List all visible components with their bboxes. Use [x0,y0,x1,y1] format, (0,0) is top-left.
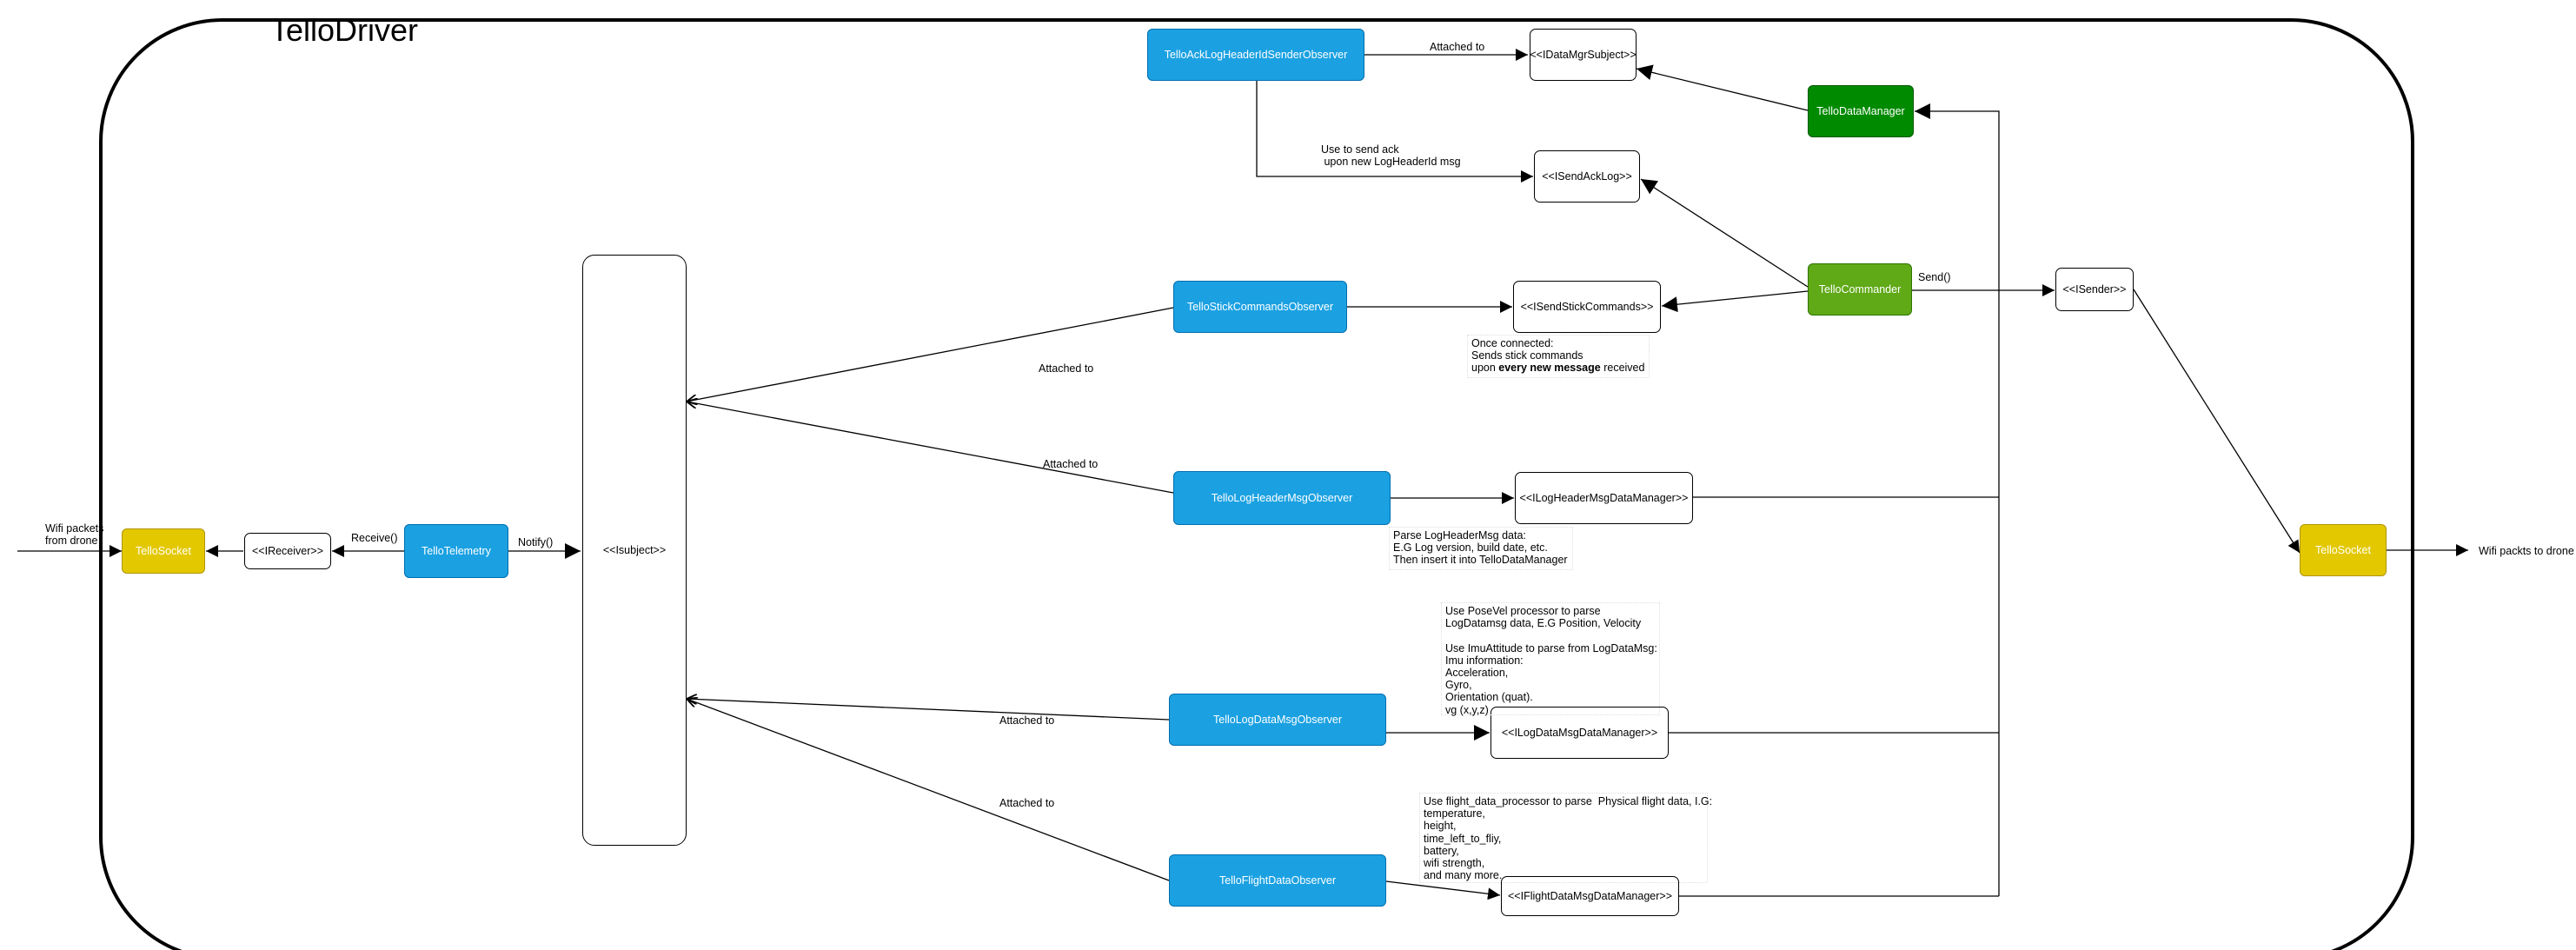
idatamgrsubject-interface-node[interactable]: <<IDataMgrSubject>> [1530,29,1637,81]
label-attached-to-flight: Attached to [999,797,1055,809]
tello-commander-node[interactable]: TelloCommander [1808,263,1912,316]
label-attached-to-logdata: Attached to [999,714,1055,727]
diagram-title: TelloDriver [270,12,419,48]
note-stick-bold: every new message [1498,362,1601,375]
tello-ack-log-header-id-sender-observer-node[interactable]: TelloAckLogHeaderIdSenderObserver [1147,29,1364,81]
tello-log-data-msg-observer-node[interactable]: TelloLogDataMsgObserver [1169,694,1386,746]
edge-ack-to-sendacklog [1256,81,1533,183]
label-attached-to-header: Attached to [1043,458,1099,470]
label-attached-to-stick: Attached to [1039,362,1094,375]
isendstickcommands-interface-node[interactable]: <<ISendStickCommands>> [1513,281,1661,333]
tello-data-manager-node[interactable]: TelloDataManager [1808,85,1914,137]
note-stick-suffix: received [1600,362,1645,375]
isendacklog-interface-node[interactable]: <<ISendAckLog>> [1534,150,1640,203]
tello-log-header-msg-observer-node[interactable]: TelloLogHeaderMsgObserver [1173,471,1391,525]
ilogdatamsgdatamanager-interface-node[interactable]: <<ILogDataMsgDataManager>> [1490,707,1669,759]
tello-socket-right-node[interactable]: TelloSocket [2300,524,2387,576]
edge-flight-to-isubject [687,699,1170,881]
edge-header-to-isubject [687,402,1174,494]
edge-datamanager-to-subject [1636,64,1809,111]
tellodriver-container [99,18,2414,950]
label-wifi-in: Wifi packets from drone [45,522,104,547]
note-log-data: Use PoseVel processor to parse LogDatams… [1441,602,1660,716]
label-wifi-out: Wifi packts to drone [2479,545,2574,557]
edge-bus-to-datamanager [1915,103,2000,896]
note-flight-data: Use flight_data_processor to parse Physi… [1419,793,1712,883]
edge-logdata-to-isubject [687,699,1170,721]
ireceiver-interface-node[interactable]: <<IReceiver>> [244,533,331,569]
note-stick-commands: Once connected: Sends stick commands upo… [1467,335,1650,378]
isubject-interface-node[interactable]: <<Isubject>> [582,255,687,846]
tello-flight-data-observer-node[interactable]: TelloFlightDataObserver [1169,854,1386,907]
label-send: Send() [1918,271,1951,283]
edge-commander-to-sendstick [1661,290,1809,313]
edge-stick-to-isubject [687,307,1174,402]
label-attached-to-top: Attached to [1430,41,1485,53]
edge-isender-to-socket [2133,289,2300,554]
iloghedermsgdatamanager-interface-node[interactable]: <<ILogHeaderMsgDataManager>> [1515,472,1693,524]
tello-telemetry-node[interactable]: TelloTelemetry [404,524,508,578]
note-log-header: Parse LogHeaderMsg data: E.G Log version… [1389,527,1573,570]
edge-flight-to-mgr [1385,880,1501,900]
tello-stick-commands-observer-node[interactable]: TelloStickCommandsObserver [1173,281,1347,333]
label-receive: Receive() [351,532,398,544]
label-notify: Notify() [518,536,554,548]
edge-commander-to-sendacklog [1640,178,1809,288]
tello-socket-left-node[interactable]: TelloSocket [122,528,205,574]
isender-interface-node[interactable]: <<ISender>> [2055,268,2134,311]
label-use-to-send-ack: Use to send ack upon new LogHeaderId msg [1321,143,1461,168]
note-stick-prefix: Once connected: Sends stick commands upo… [1471,337,1583,375]
